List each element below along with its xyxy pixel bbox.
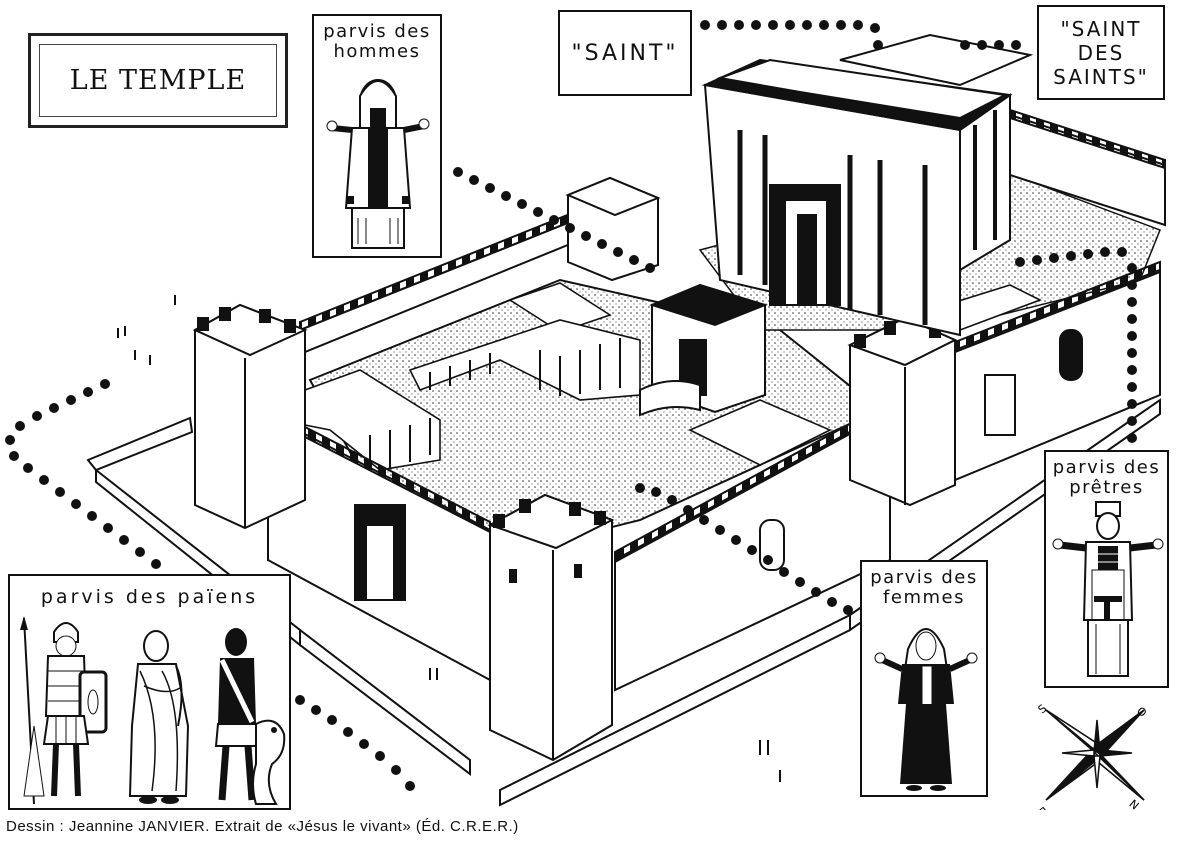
label-sds-line3: SAINTS" [1053,64,1149,89]
soldier-figure-icon [20,616,108,805]
label-sds-line1: "SAINT [1060,16,1142,41]
servant-figure-icon [214,628,286,805]
citizen-figure-icon [128,630,190,804]
credit-line: Dessin : Jeannine JANVIER. Extrait de «J… [6,818,519,835]
panel-parvis-femmes: parvis des femmes [860,560,988,797]
panel-parvis-paiens: parvis des païens [8,574,291,810]
label-paiens: parvis des païens [40,586,259,608]
page-title: LE TEMPLE [39,44,277,117]
label-saint: "SAINT" [558,10,692,96]
compass-e: E [1037,804,1051,810]
label-sds-line2: DES [1077,40,1125,65]
compass-n: N [1127,796,1142,810]
tower-right [847,316,958,507]
back-wall [298,108,1166,354]
woman-figure-icon [874,628,978,791]
title-box: LE TEMPLE [28,33,288,128]
label-femmes-line2: femmes [883,587,965,608]
compass-s: S [1036,702,1050,716]
front-wall-right [614,260,1161,692]
label-femmes-line1: parvis des [870,567,978,588]
tower-left [192,303,308,530]
tower-back [565,176,661,282]
label-saint-des-saints: "SAINT DES SAINTS" [1037,5,1165,100]
ground-marks [117,295,781,782]
label-pretres-line2: prêtres [1069,477,1144,498]
priest-figure-icon [1052,501,1164,677]
leader-dots [5,20,1137,791]
sanctuary [701,33,1034,337]
man-figure-icon [326,79,430,249]
front-wall-left [267,406,491,682]
tower-front [487,493,615,762]
label-pretres-line1: parvis des [1052,457,1161,478]
compass-rose-icon: S O E N [1036,702,1150,810]
nicanor-gate [639,283,769,417]
panel-parvis-hommes: parvis des hommes [312,14,442,258]
label-hommes-line1: parvis des [323,21,431,42]
panel-parvis-pretres: parvis des prêtres [1044,450,1169,688]
label-hommes-line2: hommes [333,41,421,62]
